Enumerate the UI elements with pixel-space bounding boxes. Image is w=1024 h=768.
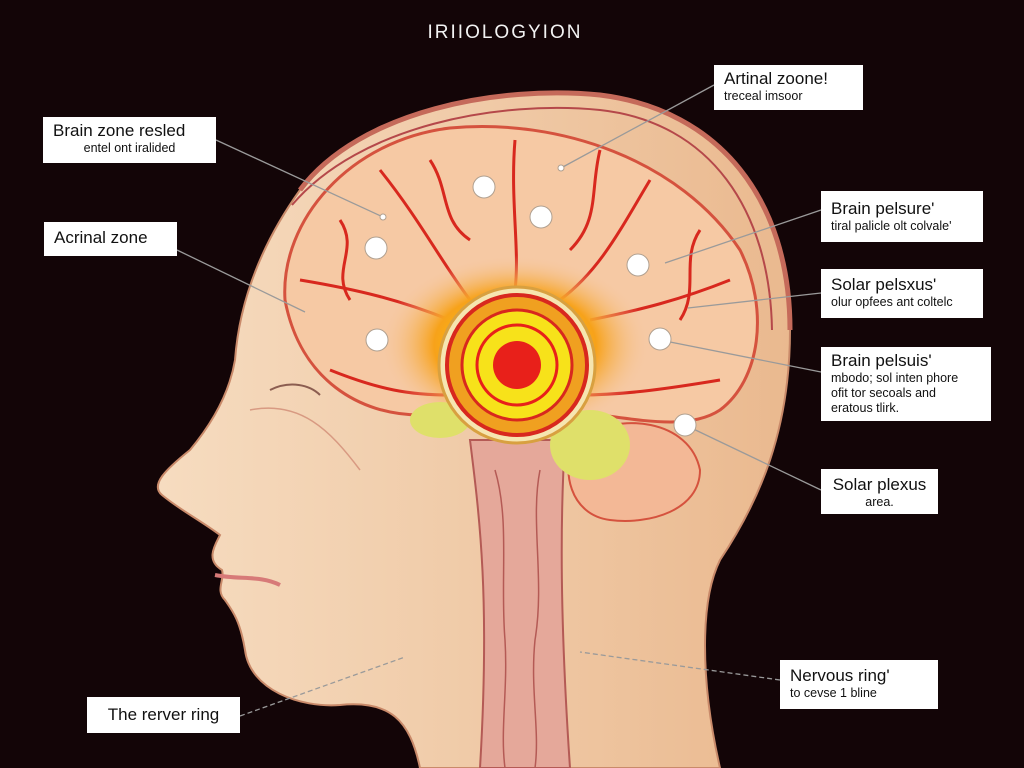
label-subtitle: olur opfees ant coltelc — [831, 295, 953, 309]
diagram-title: IRIIOLOGYION — [427, 22, 583, 43]
label-subtitle: area. — [865, 495, 894, 509]
label-nervous-ring: Nervous ring' to cevse 1 bline — [780, 660, 938, 709]
marker-dots — [364, 164, 697, 437]
label-subtitle: eratous tlirk. — [831, 401, 900, 415]
central-ring — [437, 285, 597, 445]
label-title: Brain zone resled — [53, 121, 186, 140]
label-solar-plexus: Solar plexus area. — [821, 469, 938, 514]
leader-lines — [176, 84, 822, 717]
label-title: Brain pelsure' — [831, 199, 935, 218]
label-subtitle: to cevse 1 bline — [790, 686, 877, 700]
label-title: Artinal zoone! — [724, 69, 828, 88]
label-subtitle: treceal imsoor — [724, 89, 803, 103]
label-title: Brain pelsuis' — [831, 351, 932, 370]
label-subtitle: mbodo; sol inten phore — [831, 371, 959, 385]
label-subtitle: entel ont iralided — [83, 141, 176, 155]
label-title: The rerver ring — [107, 705, 220, 724]
label-title: Solar pelsxus' — [831, 275, 937, 294]
label-rerver-ring: The rerver ring — [87, 697, 240, 733]
label-brain-zone-resled: Brain zone resled entel ont iralided — [43, 117, 216, 163]
label-solar-pelsxus: Solar pelsxus' olur opfees ant coltelc — [821, 269, 983, 318]
label-title: Solar plexus — [832, 475, 927, 494]
label-artinal-zoone: Artinal zoone! treceal imsoor — [714, 65, 863, 110]
label-title: Acrinal zone — [54, 228, 148, 247]
label-title: Nervous ring' — [790, 666, 890, 685]
label-acrinal-zone: Acrinal zone — [44, 222, 177, 256]
label-subtitle: tiral palicle olt colvale' — [831, 219, 952, 233]
spinal-cord — [468, 439, 572, 768]
label-brain-pelsuis: Brain pelsuis' mbodo; sol inten phore of… — [821, 347, 991, 421]
label-brain-pelsure: Brain pelsure' tiral palicle olt colvale… — [821, 191, 983, 242]
label-subtitle: ofit tor secoals and — [831, 386, 936, 400]
